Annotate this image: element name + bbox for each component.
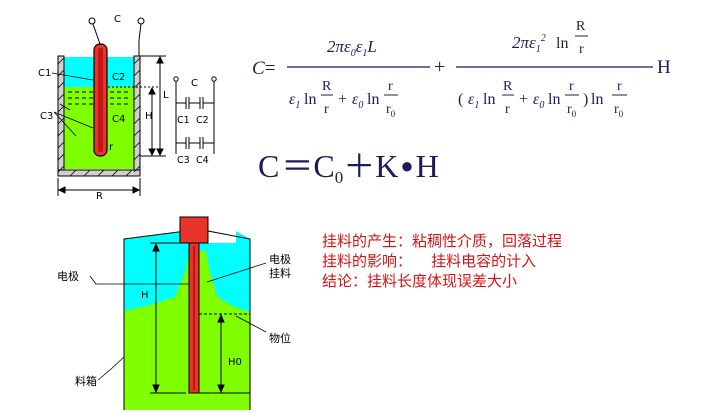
sensor-cross-section: C C1 C2 C3 C4 r [38,14,169,202]
svg-text:ε0: ε0 [533,91,544,111]
term2-denominator: ( ε1 ln R r + ε0 ln r r0 ) ln r r0 [458,79,627,119]
svg-text:r0: r0 [614,102,624,119]
tank-dimension-h [150,242,186,394]
tank-label-buildup: 挂料 [269,266,291,280]
circuit-label-c: C [191,78,198,89]
svg-text:ln: ln [591,91,603,108]
formula-lhs: C= [252,58,275,79]
svg-text:ln: ln [304,91,316,108]
svg-text:(: ( [458,91,463,108]
equivalent-circuit: C C1 C2 C3 C4 [173,76,217,166]
sensor-terminal-wires [88,17,145,56]
svg-text:ln: ln [483,91,495,108]
svg-text:ε0: ε0 [352,91,363,111]
svg-text:ε1: ε1 [289,91,300,111]
svg-text:R: R [576,19,586,34]
sensor-label-r: R [96,191,103,202]
formula-plus: + [434,56,445,78]
formula-main: C= 2πε0ε1L ε1 ln R r + ε0 ln r r0 + 2πε1… [252,19,671,119]
svg-text:): ) [583,91,588,108]
note-conclusion: 结论：挂料长度体现误差大小 [322,272,518,290]
term1-numerator: 2πε0ε1L [327,37,377,59]
tank-dimension-h0 [199,313,250,394]
svg-text:ln: ln [548,91,560,108]
sensor-vessel-wall [57,55,141,177]
sensor-label-h: H [145,111,153,122]
svg-text:ε1: ε1 [468,91,479,111]
tank-label-level: 物位 [269,331,291,345]
circuit-label-c4: C4 [196,155,209,166]
circuit-label-c2: C2 [196,115,209,126]
svg-text:r: r [617,79,622,94]
formula-multiplier-h: H [657,57,671,78]
svg-text:r: r [324,102,329,117]
svg-text:r0: r0 [386,102,396,119]
svg-text:R: R [503,79,513,94]
svg-text:+: + [519,91,528,108]
svg-text:ln: ln [367,91,379,108]
svg-text:ln: ln [556,35,568,52]
sensor-label-l: L [163,90,169,101]
sensor-label-c3: C3 [40,111,53,122]
tank-leader-lines [89,262,267,381]
term1-denominator: ε1 ln R r + ε0 ln r r0 [289,79,398,119]
formula-simple-text: C＝C0＋K●H [258,148,439,187]
tank-electrode-head [179,216,209,244]
sensor-label-c4: C4 [112,114,125,125]
sensor-label-c: C [114,14,121,25]
tank-label-bin: 料箱 [75,374,97,388]
tank-label-electrode: 电极 [57,269,79,283]
svg-text:r: r [388,79,393,94]
tank-outline [123,230,251,410]
note-buildup-cause: 挂料的产生：粘稠性介质，回落过程 [322,232,563,250]
svg-text:+: + [338,91,347,108]
circuit-label-c1: C1 [177,115,190,126]
note-buildup-effect: 挂料的影响： 挂料电容的计入 [322,252,537,270]
svg-text:r: r [505,102,510,117]
sensor-label-c1: C1 [38,68,51,79]
circuit-label-c3: C3 [177,155,190,166]
svg-text:2πε12: 2πε12 [512,33,546,55]
sensor-label-r-small: r [109,142,114,153]
buildup-notes: 挂料的产生：粘稠性介质，回落过程 挂料的影响： 挂料电容的计入 结论：挂料长度体… [322,231,682,291]
term2-numerator: 2πε12 ln R r [512,19,588,57]
sensor-electrode-core [98,48,103,152]
svg-text:r: r [569,79,574,94]
sensor-leader-lines [51,72,94,137]
formula-simple: C＝C0＋K●H [258,148,439,187]
sensor-label-c2: C2 [112,72,125,83]
tank-label-electrode-right: 电极 [269,252,291,266]
sensor-dimension-lines [57,55,166,196]
tank-label-h0: H0 [228,357,242,368]
svg-text:r0: r0 [567,102,577,119]
svg-text:r: r [579,42,584,57]
tank-label-h: H [141,290,149,301]
svg-text:R: R [322,79,332,94]
tank-diagram: H H0 电极 电极 挂料 物位 料箱 [57,216,291,410]
